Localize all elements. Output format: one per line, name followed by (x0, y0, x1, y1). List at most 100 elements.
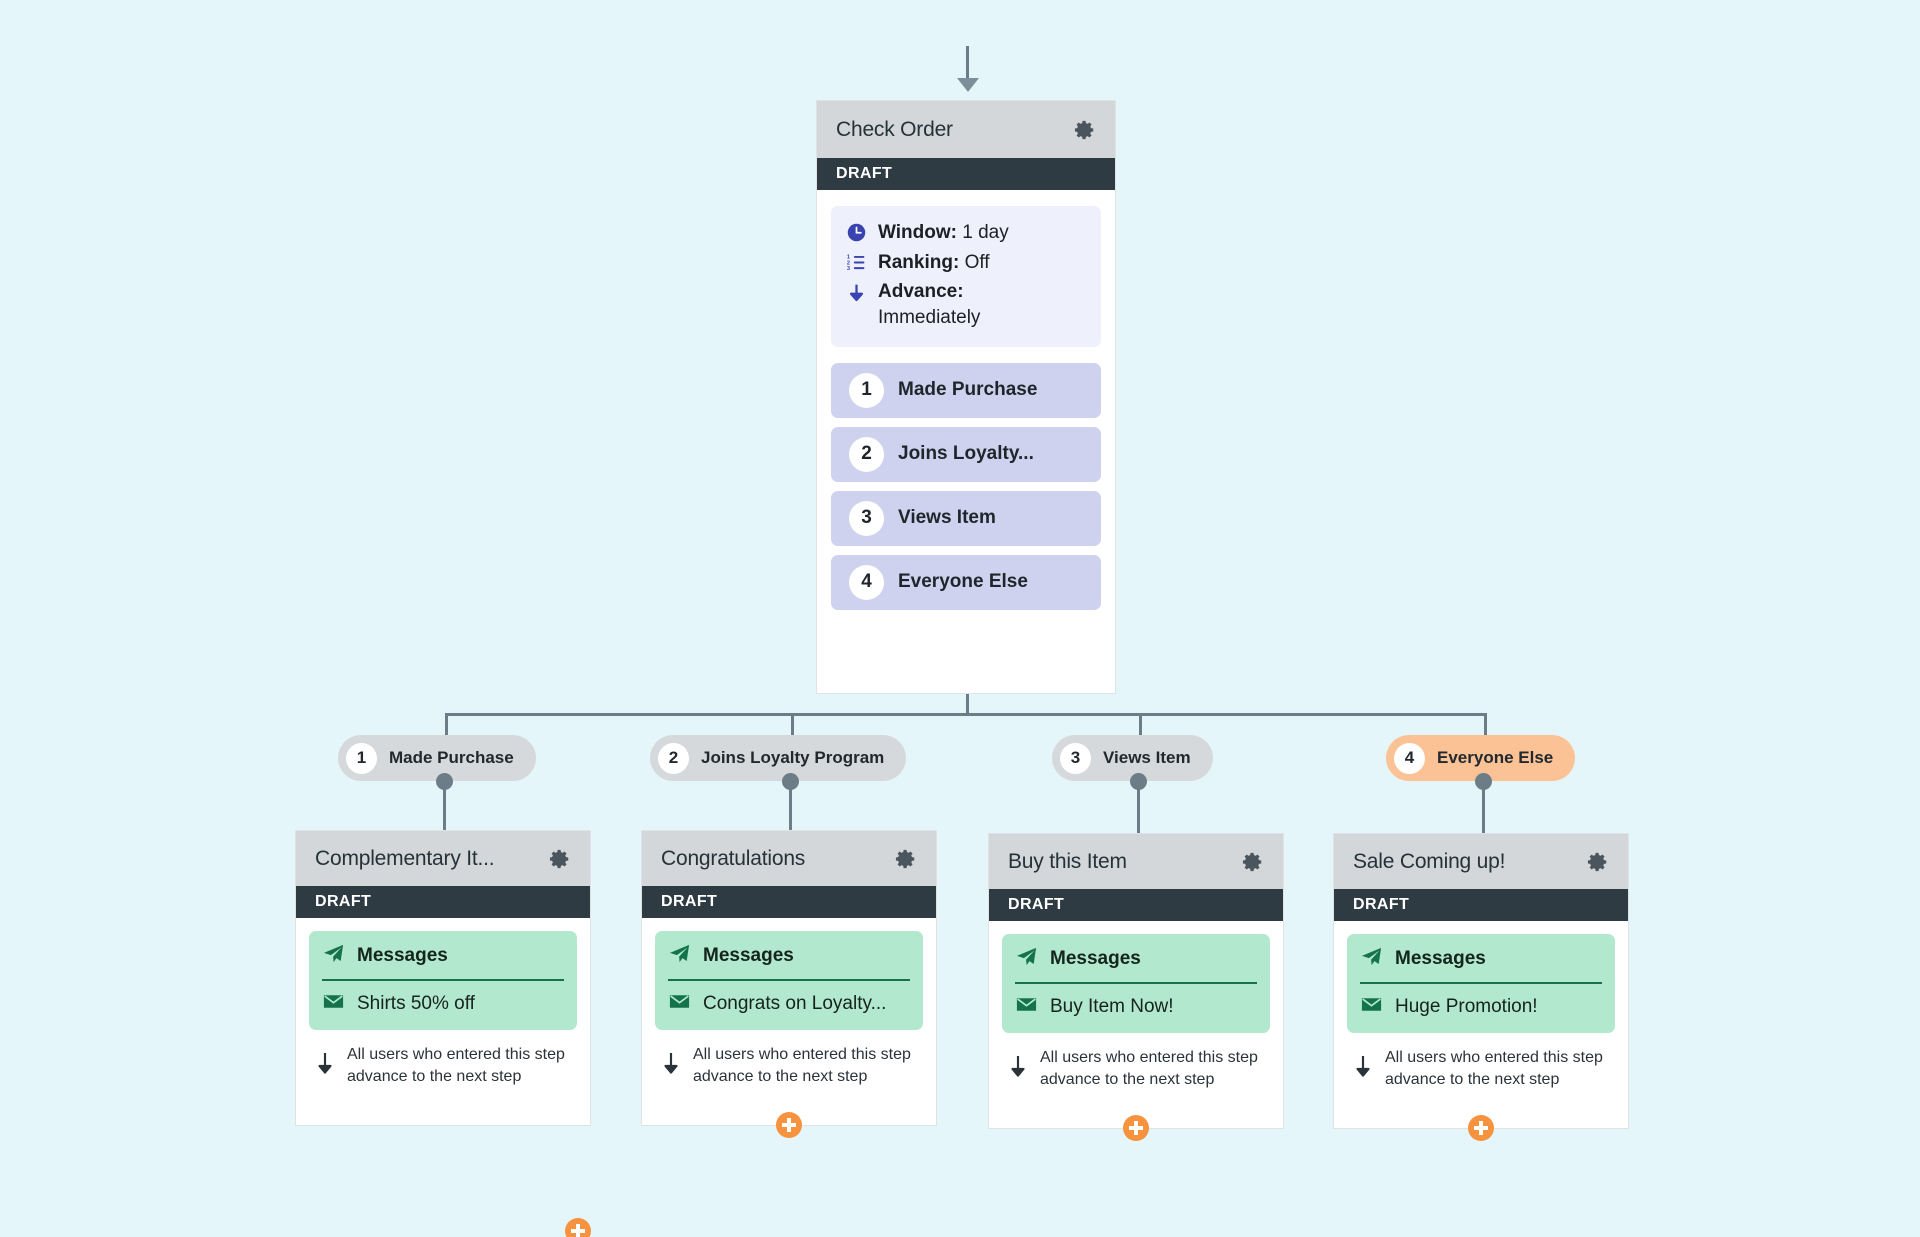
setting-advance: Advance: Immediately (844, 279, 1088, 330)
connector-down-3 (1137, 781, 1140, 844)
gear-icon[interactable] (1242, 851, 1264, 873)
envelope-icon (668, 990, 691, 1018)
message-item[interactable]: Buy Item Now! (1015, 993, 1257, 1021)
page-title: Check Order (836, 117, 953, 141)
branch-label: Made Purchase (898, 379, 1038, 401)
card-title: Congratulations (661, 846, 806, 870)
messages-label: Messages (357, 945, 448, 966)
messages-label: Messages (703, 945, 794, 966)
branch-number: 1 (849, 372, 884, 408)
advance-note: All users who entered this step advance … (309, 1030, 577, 1087)
branch-row-4[interactable]: 4 Everyone Else (831, 554, 1101, 610)
paper-plane-icon (1360, 945, 1383, 973)
message-label: Shirts 50% off (357, 993, 475, 1014)
branch-row-1[interactable]: 1 Made Purchase (831, 362, 1101, 418)
advance-note-text: All users who entered this step advance … (693, 1046, 911, 1085)
paper-plane-icon (1015, 945, 1038, 973)
advance-note-text: All users who entered this step advance … (1385, 1049, 1603, 1088)
gear-icon[interactable] (895, 848, 917, 870)
status-badge: DRAFT (1334, 889, 1628, 921)
down-arrow-icon (1008, 1053, 1028, 1084)
branch-label: Views Item (898, 507, 996, 529)
down-arrow-icon (844, 279, 868, 304)
card-header: Buy this Item (989, 834, 1283, 889)
message-label: Buy Item Now! (1050, 996, 1174, 1017)
card-title: Sale Coming up! (1353, 849, 1506, 873)
leaf-card-congratulations[interactable]: Congratulations DRAFT Messages Congrats (641, 830, 937, 1139)
messages-label: Messages (1050, 948, 1141, 969)
leaf-card-sale-coming-up[interactable]: Sale Coming up! DRAFT Messages Huge Pro (1333, 833, 1629, 1142)
setting-ranking-value: Off (964, 251, 990, 273)
gear-icon[interactable] (549, 848, 571, 870)
message-item[interactable]: Shirts 50% off (322, 990, 564, 1018)
messages-label: Messages (1395, 948, 1486, 969)
leaf-card-buy-this-item[interactable]: Buy this Item DRAFT Messages Buy Item N (988, 833, 1284, 1142)
setting-advance-label: Advance: (878, 281, 964, 303)
messages-box[interactable]: Messages Shirts 50% off (309, 931, 577, 1030)
envelope-icon (1360, 993, 1383, 1021)
card-title: Complementary It... (315, 846, 495, 870)
messages-header: Messages (322, 942, 564, 981)
down-arrow-icon (661, 1050, 681, 1081)
envelope-icon (1015, 993, 1038, 1021)
pill-label: Everyone Else (1437, 748, 1554, 767)
message-item[interactable]: Congrats on Loyalty... (668, 990, 910, 1018)
connector-leg-1 (445, 713, 448, 735)
branch-pill-2[interactable]: 2 Joins Loyalty Program (650, 735, 907, 781)
message-item[interactable]: Huge Promotion! (1360, 993, 1602, 1021)
connector-bus (445, 713, 1487, 716)
down-arrow-icon (315, 1050, 335, 1081)
branch-row-2[interactable]: 2 Joins Loyalty... (831, 426, 1101, 482)
message-label: Congrats on Loyalty... (703, 993, 887, 1014)
svg-text:3: 3 (846, 265, 849, 271)
connector-trunk (966, 694, 969, 715)
paper-plane-icon (668, 942, 691, 970)
connector-leg-4 (1484, 713, 1487, 735)
branch-row-3[interactable]: 3 Views Item (831, 490, 1101, 546)
clock-icon (844, 220, 868, 243)
messages-box[interactable]: Messages Huge Promotion! (1347, 934, 1615, 1033)
status-badge: DRAFT (642, 886, 936, 918)
connector-leg-2 (791, 713, 794, 735)
advance-note: All users who entered this step advance … (1002, 1033, 1270, 1090)
card-body: Messages Huge Promotion! All users who e… (1334, 921, 1628, 1107)
envelope-icon (322, 990, 345, 1018)
branch-pill-3[interactable]: 3 Views Item (1052, 735, 1213, 781)
setting-window: Window: 1 day (844, 220, 1088, 246)
advance-note-text: All users who entered this step advance … (347, 1046, 565, 1085)
advance-note-text: All users who entered this step advance … (1040, 1049, 1258, 1088)
branch-number: 4 (849, 564, 884, 600)
pill-number: 4 (1394, 742, 1425, 774)
card-header: Sale Coming up! (1334, 834, 1628, 889)
add-step-button[interactable] (1468, 1115, 1494, 1142)
add-step-button[interactable] (1123, 1115, 1149, 1142)
check-order-card[interactable]: Check Order DRAFT (816, 100, 1116, 694)
messages-header: Messages (1015, 945, 1257, 984)
card-body: Window: 1 day 1 (817, 190, 1115, 624)
messages-box[interactable]: Messages Congrats on Loyalty... (655, 931, 923, 1030)
down-arrow-icon (1353, 1053, 1373, 1084)
paper-plane-icon (322, 942, 345, 970)
card-header: Congratulations (642, 831, 936, 886)
connector-incoming-line (966, 46, 969, 82)
connector-incoming-arrow (957, 78, 979, 92)
setting-ranking-label: Ranking: (878, 251, 960, 273)
add-step-button[interactable] (776, 1112, 802, 1139)
branch-label: Everyone Else (898, 571, 1028, 593)
branch-number: 2 (849, 436, 884, 472)
branch-pill-1[interactable]: 1 Made Purchase (338, 735, 536, 781)
pill-number: 1 (346, 742, 377, 774)
advance-note: All users who entered this step advance … (1347, 1033, 1615, 1090)
pill-label: Made Purchase (389, 748, 514, 767)
connector-down-2 (789, 781, 792, 841)
svg-text:2: 2 (846, 260, 849, 266)
add-step-button[interactable] (565, 1218, 591, 1237)
pill-label: Joins Loyalty Program (701, 748, 885, 767)
messages-box[interactable]: Messages Buy Item Now! (1002, 934, 1270, 1033)
card-body: Messages Congrats on Loyalty... All user… (642, 918, 936, 1104)
branch-number: 3 (849, 500, 884, 536)
gear-icon[interactable] (1587, 851, 1609, 873)
leaf-card-complementary-item[interactable]: Complementary It... DRAFT Messages Shir (295, 830, 591, 1237)
branch-pill-4[interactable]: 4 Everyone Else (1386, 735, 1576, 781)
gear-icon[interactable] (1074, 119, 1096, 141)
